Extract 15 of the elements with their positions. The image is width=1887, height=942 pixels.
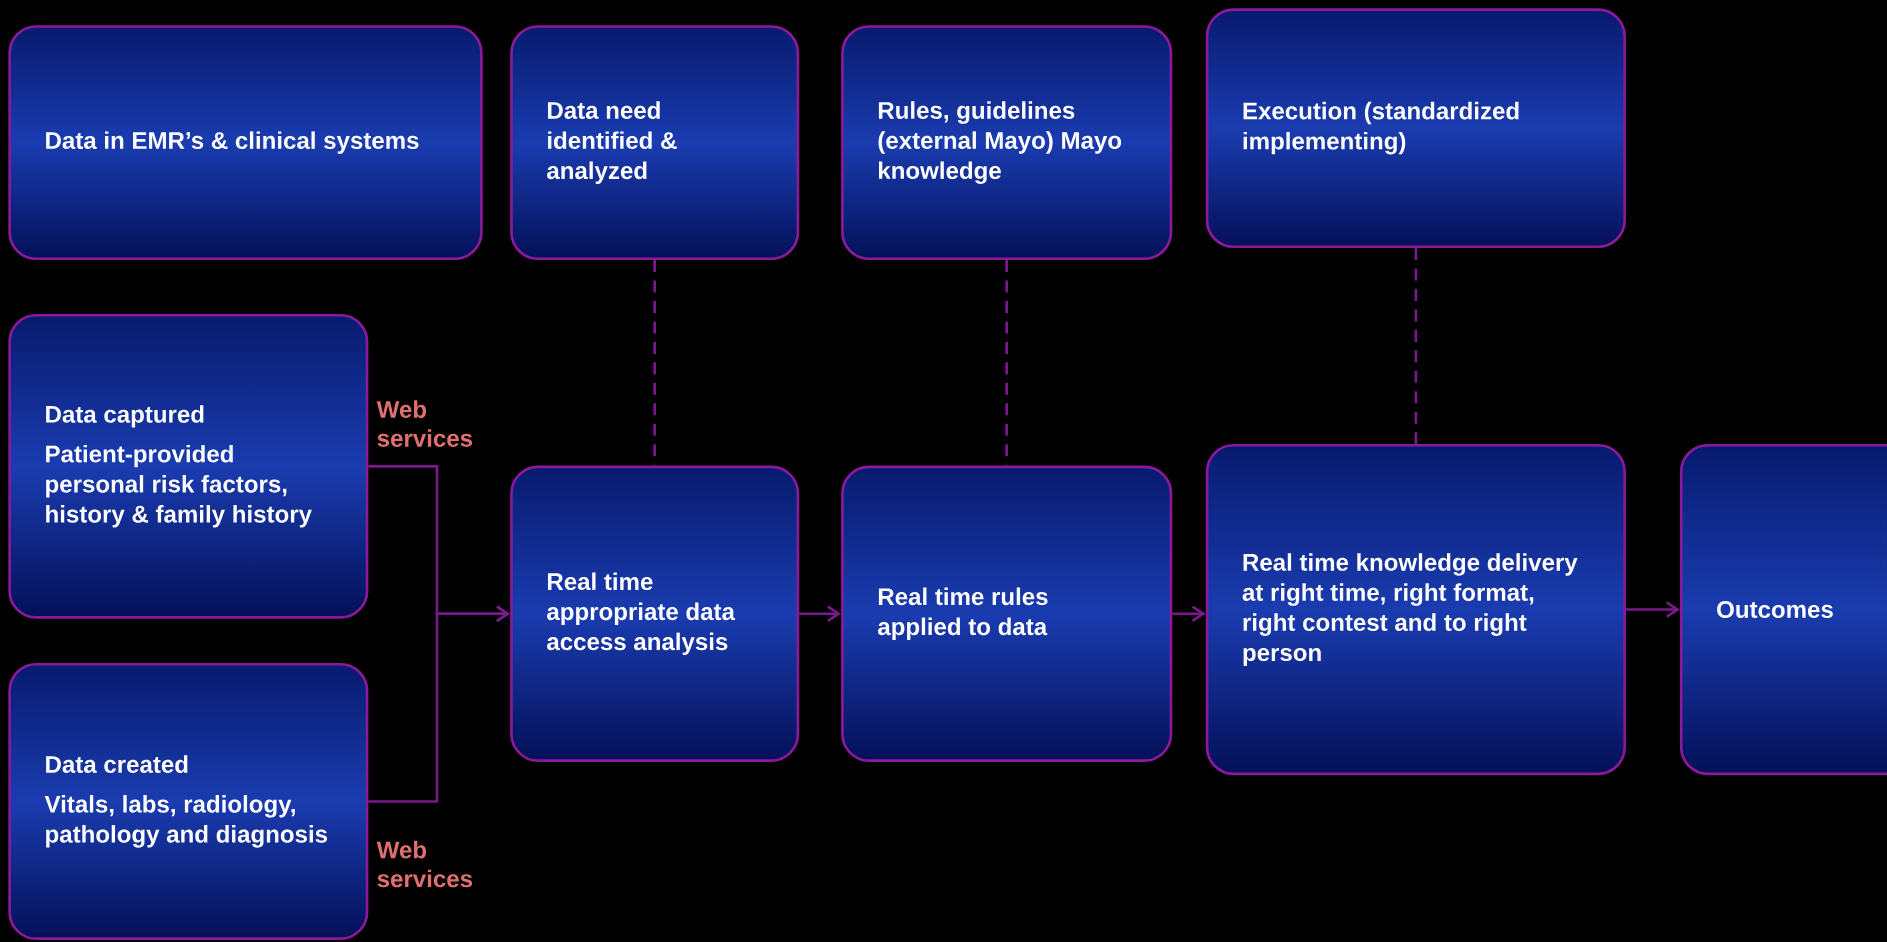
- process-box: Real time knowledge delivery at right time, right format, right contest and to right person: [1205, 443, 1626, 775]
- arrow: [1626, 601, 1680, 618]
- annotation-text: Web services: [376, 400, 473, 447]
- process-box: Real time appropriate data access analysis: [510, 465, 800, 762]
- process-box: Data need identified & analyzed: [510, 25, 800, 260]
- arrow: [799, 605, 842, 622]
- arrow: [368, 605, 511, 803]
- process-box: Real time rules applied to data: [841, 465, 1173, 762]
- arrow: [1172, 605, 1206, 622]
- process-box: Outcomes: [1679, 443, 1887, 775]
- process-box: Data captured Patient-provided personal risk factors, history & family history: [8, 313, 369, 619]
- process-box: Data created Vitals, labs, radiology, pathology and diagnosis: [8, 662, 369, 940]
- process-box: Execution (standardized implementing): [1205, 8, 1626, 248]
- process-box: Rules, guidelines (external Mayo) Mayo knowledge: [841, 25, 1173, 260]
- process-box: Data in EMR’s & clinical systems: [8, 25, 483, 260]
